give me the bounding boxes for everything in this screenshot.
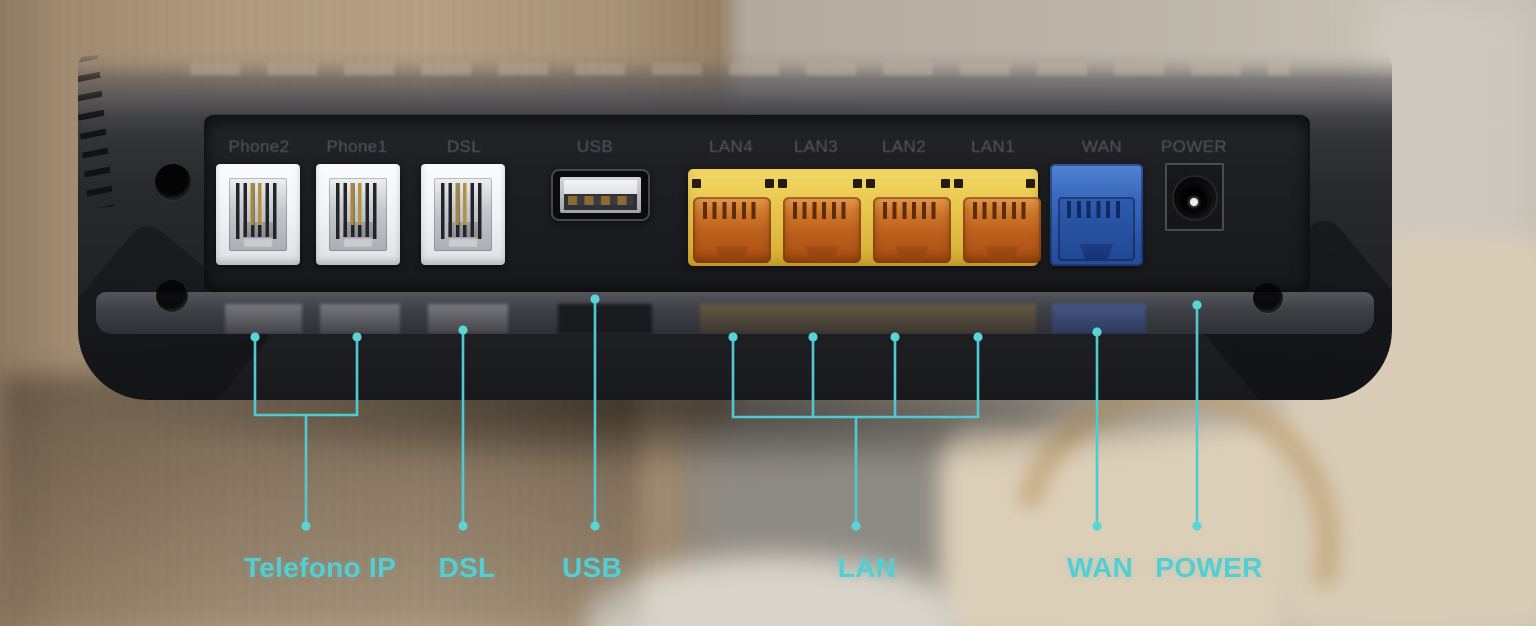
lan-reflection: [700, 304, 1036, 334]
lan-led-window: [853, 179, 862, 188]
left-screw-hole: [155, 164, 191, 200]
lan2-port-label: LAN2: [881, 137, 927, 156]
wan-port-opening: [1058, 197, 1135, 261]
lan2-port: [873, 197, 951, 263]
wan-reflection: [1052, 304, 1146, 334]
top-vent-slots: [190, 62, 1290, 75]
router-bottom-lip: [96, 292, 1374, 334]
lan-led-window: [692, 179, 701, 188]
phone2-port: [216, 164, 300, 265]
callout-label-dsl: DSL: [438, 552, 496, 583]
dsl-port-label: DSL: [446, 137, 482, 156]
usb-tongue: [564, 180, 637, 194]
callout-label-power: POWER: [1155, 552, 1263, 583]
wan-port-label: WAN: [1081, 137, 1123, 156]
phone1-reflection: [320, 304, 400, 334]
dsl-port: [421, 164, 505, 265]
lan3-port-label: LAN3: [793, 137, 839, 156]
rj11-gold-pins: [236, 183, 280, 225]
usb-contacts: [568, 196, 633, 205]
usb-port-label: USB: [576, 137, 614, 156]
usb-connector: [560, 177, 641, 213]
usb-reflection: [558, 304, 652, 334]
rj11-latch-tab: [448, 237, 478, 247]
lan-port-block: [688, 169, 1041, 266]
connector-panel: Phone2 Phone1 DSL USB LAN4 LAN3 LAN2 LAN…: [204, 114, 1310, 292]
wan-port: [1050, 164, 1143, 266]
callout-label-telefono-ip: Telefono IP: [243, 552, 397, 583]
rj11-connector: [434, 178, 492, 251]
rj11-connector: [329, 178, 387, 251]
power-jack: [1165, 163, 1224, 231]
left-vent-slots: [78, 55, 114, 209]
dsl-reflection: [428, 304, 508, 334]
power-barrel-hole: [1174, 177, 1216, 219]
usb-port: [551, 169, 650, 221]
lan4-port-label: LAN4: [708, 137, 754, 156]
lan-led-window: [1026, 179, 1035, 188]
callout-label-lan: LAN: [837, 552, 897, 583]
phone1-port-label: Phone1: [326, 137, 388, 156]
router-body: Phone2 Phone1 DSL USB LAN4 LAN3 LAN2 LAN…: [78, 48, 1392, 400]
lan4-port: [693, 197, 771, 263]
callout-label-wan: WAN: [1066, 552, 1134, 583]
rj11-gold-pins: [336, 183, 380, 225]
lan-led-window: [954, 179, 963, 188]
bottom-left-screw-hole: [156, 280, 188, 312]
power-port-label: POWER: [1160, 137, 1228, 156]
phone1-port: [316, 164, 400, 265]
lan3-port: [783, 197, 861, 263]
lan-led-window: [778, 179, 787, 188]
lan1-port: [963, 197, 1041, 263]
rj11-gold-pins: [441, 183, 485, 225]
power-center-pin: [1190, 198, 1198, 206]
lan-led-window: [765, 179, 774, 188]
lan-led-window: [941, 179, 950, 188]
phone2-reflection: [225, 304, 302, 334]
lan-led-window: [866, 179, 875, 188]
rj11-latch-tab: [343, 237, 373, 247]
phone2-port-label: Phone2: [228, 137, 290, 156]
lan1-port-label: LAN1: [970, 137, 1016, 156]
bottom-right-screw-hole: [1253, 283, 1283, 313]
rj11-latch-tab: [243, 237, 273, 247]
rj11-connector: [229, 178, 287, 251]
callout-label-usb: USB: [561, 552, 623, 583]
